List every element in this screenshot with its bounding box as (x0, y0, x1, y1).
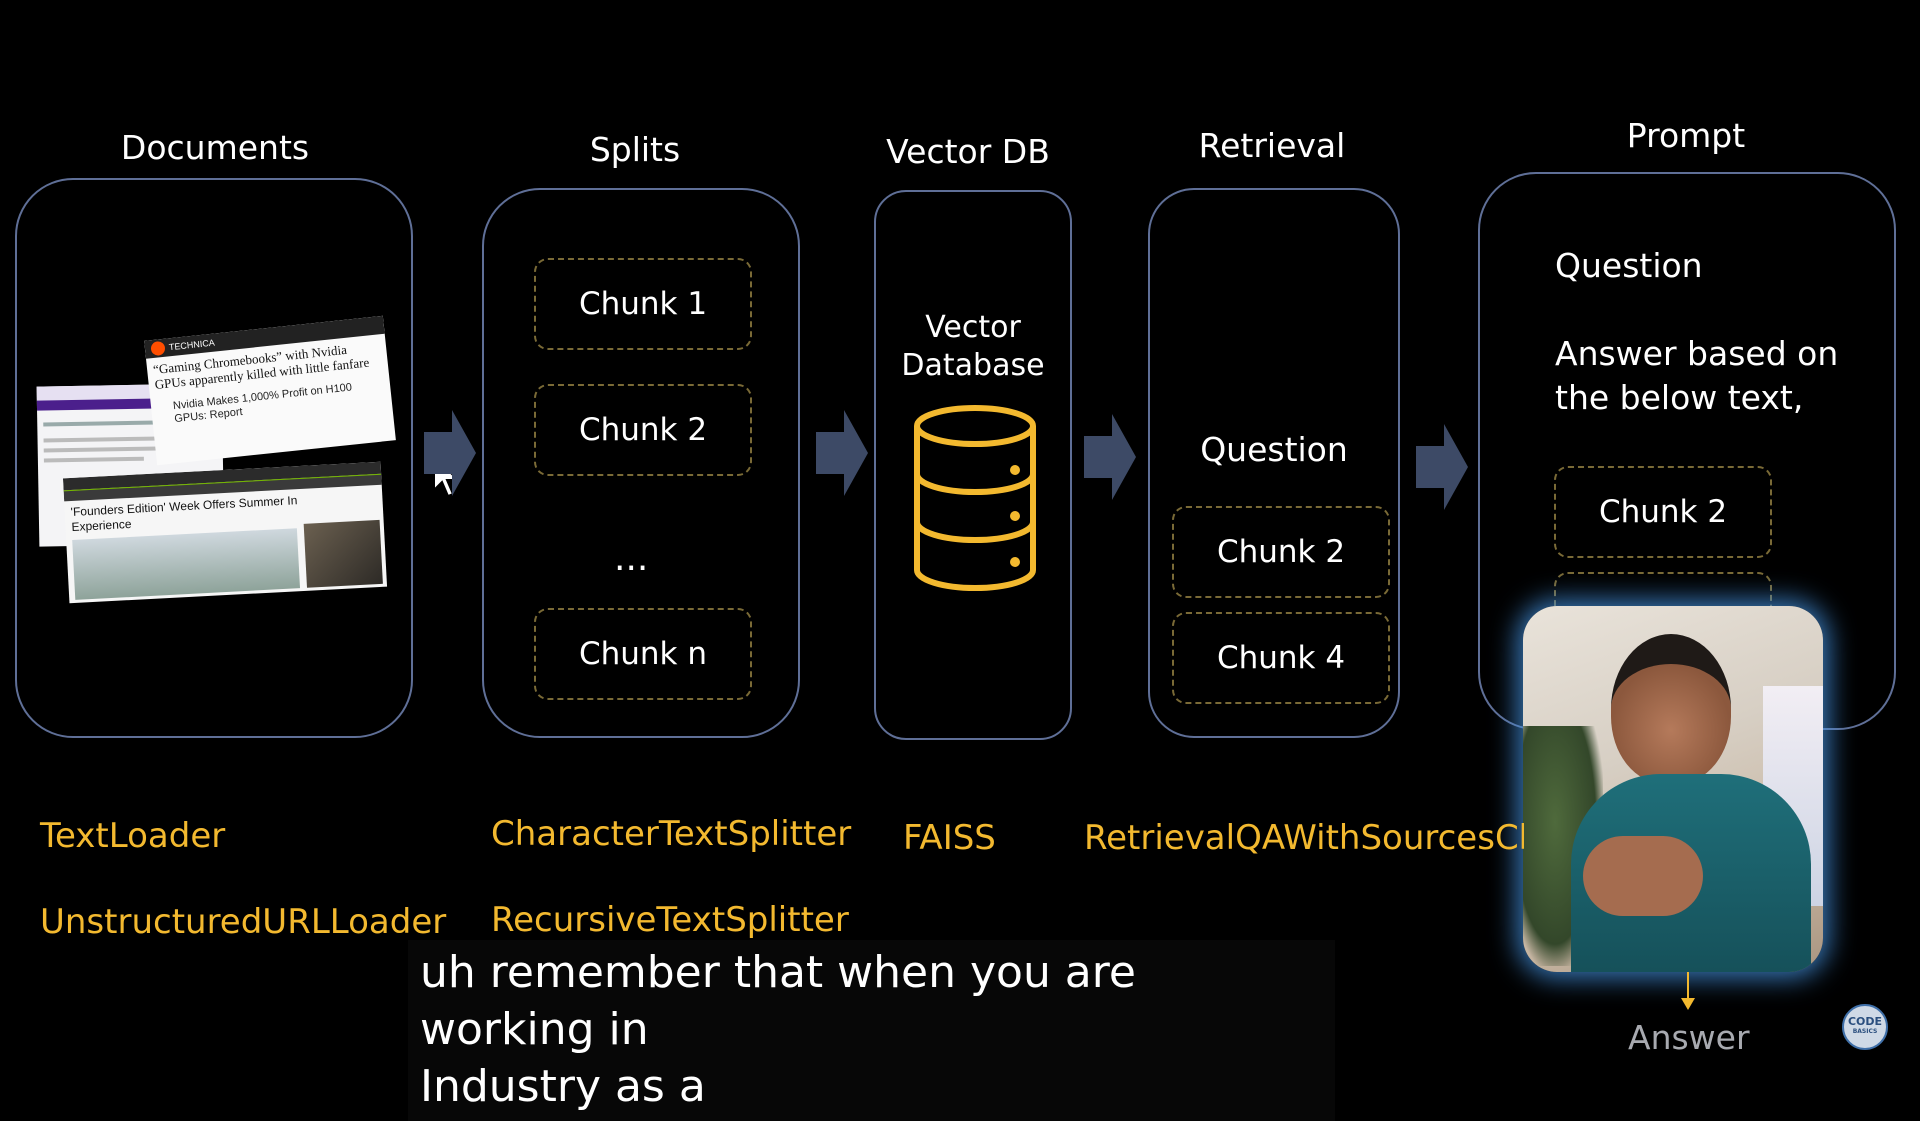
ars-brand: TECHNICA (168, 337, 216, 353)
presenter-hands (1583, 836, 1703, 916)
recursivetextsplitter-label: RecursiveTextSplitter (491, 900, 849, 940)
logo-text-code: CODE (1847, 1015, 1883, 1028)
splits-panel (482, 188, 800, 738)
arrow-retrieval-to-prompt (1416, 424, 1468, 510)
vectordb-label-line1: Vector (925, 310, 1021, 345)
faiss-label: FAISS (903, 818, 996, 858)
vectordb-label-line2: Database (901, 348, 1045, 383)
prompt-title: Prompt (1626, 116, 1746, 155)
retrieval-title: Retrieval (1198, 126, 1346, 165)
document-collage: TECHNICA “Gaming Chromebooks” with Nvidi… (36, 315, 398, 604)
vectordb-title: Vector DB (886, 132, 1050, 171)
retrieval-chunk-4: Chunk 4 (1172, 612, 1390, 704)
answer-label: Answer (1628, 1018, 1750, 1057)
vectordb-panel (874, 190, 1072, 740)
article-photo (303, 519, 383, 588)
arrow-docs-to-splits (424, 410, 476, 496)
splits-title: Splits (589, 130, 681, 169)
prompt-question: Question (1555, 246, 1703, 285)
presenter-head (1611, 634, 1731, 784)
retrieval-question: Question (1200, 430, 1348, 469)
arrow-vectordb-to-retrieval (1084, 414, 1136, 500)
prompt-chunk-2: Chunk 2 (1554, 466, 1772, 558)
codebasics-logo: CODE BASICS (1842, 1004, 1888, 1050)
documents-title: Documents (120, 128, 310, 167)
prompt-instruction-line2: the below text, (1555, 378, 1804, 417)
caption-line-2: Industry as a (420, 1061, 706, 1112)
article-image (72, 528, 301, 600)
retrieval-chunk-2: Chunk 2 (1172, 506, 1390, 598)
arrow-splits-to-vectordb (816, 410, 868, 496)
split-ellipsis: ... (614, 538, 649, 579)
answer-arrow-icon (1681, 972, 1695, 1010)
retrieval-panel (1148, 188, 1400, 738)
documents-panel (15, 178, 413, 738)
unstructuredurlloader-label: UnstructuredURLLoader (40, 902, 447, 942)
ars-logo-icon (150, 340, 166, 357)
logo-text-basics: BASICS (1852, 1028, 1878, 1035)
split-chunk-n: Chunk n (534, 608, 752, 700)
prompt-instruction-line1: Answer based on (1555, 334, 1839, 373)
split-chunk-1: Chunk 1 (534, 258, 752, 350)
charactertextsplitter-label: CharacterTextSplitter (491, 814, 852, 854)
subtitle-caption: uh remember that when you are working in… (408, 940, 1335, 1121)
prompt-chunk-partial (1554, 572, 1772, 612)
textloader-label: TextLoader (40, 816, 226, 856)
retrievalqa-label: RetrievalQAWithSourcesChai (1084, 818, 1524, 858)
nvidia-page: 'Founders Edition' Week Offers Summer In… (62, 461, 388, 604)
presenter-webcam (1523, 606, 1823, 972)
caption-line-1: uh remember that when you are working in (420, 947, 1136, 1055)
ars-technica-page: TECHNICA “Gaming Chromebooks” with Nvidi… (144, 315, 396, 466)
split-chunk-2: Chunk 2 (534, 384, 752, 476)
database-icon (914, 405, 1036, 591)
